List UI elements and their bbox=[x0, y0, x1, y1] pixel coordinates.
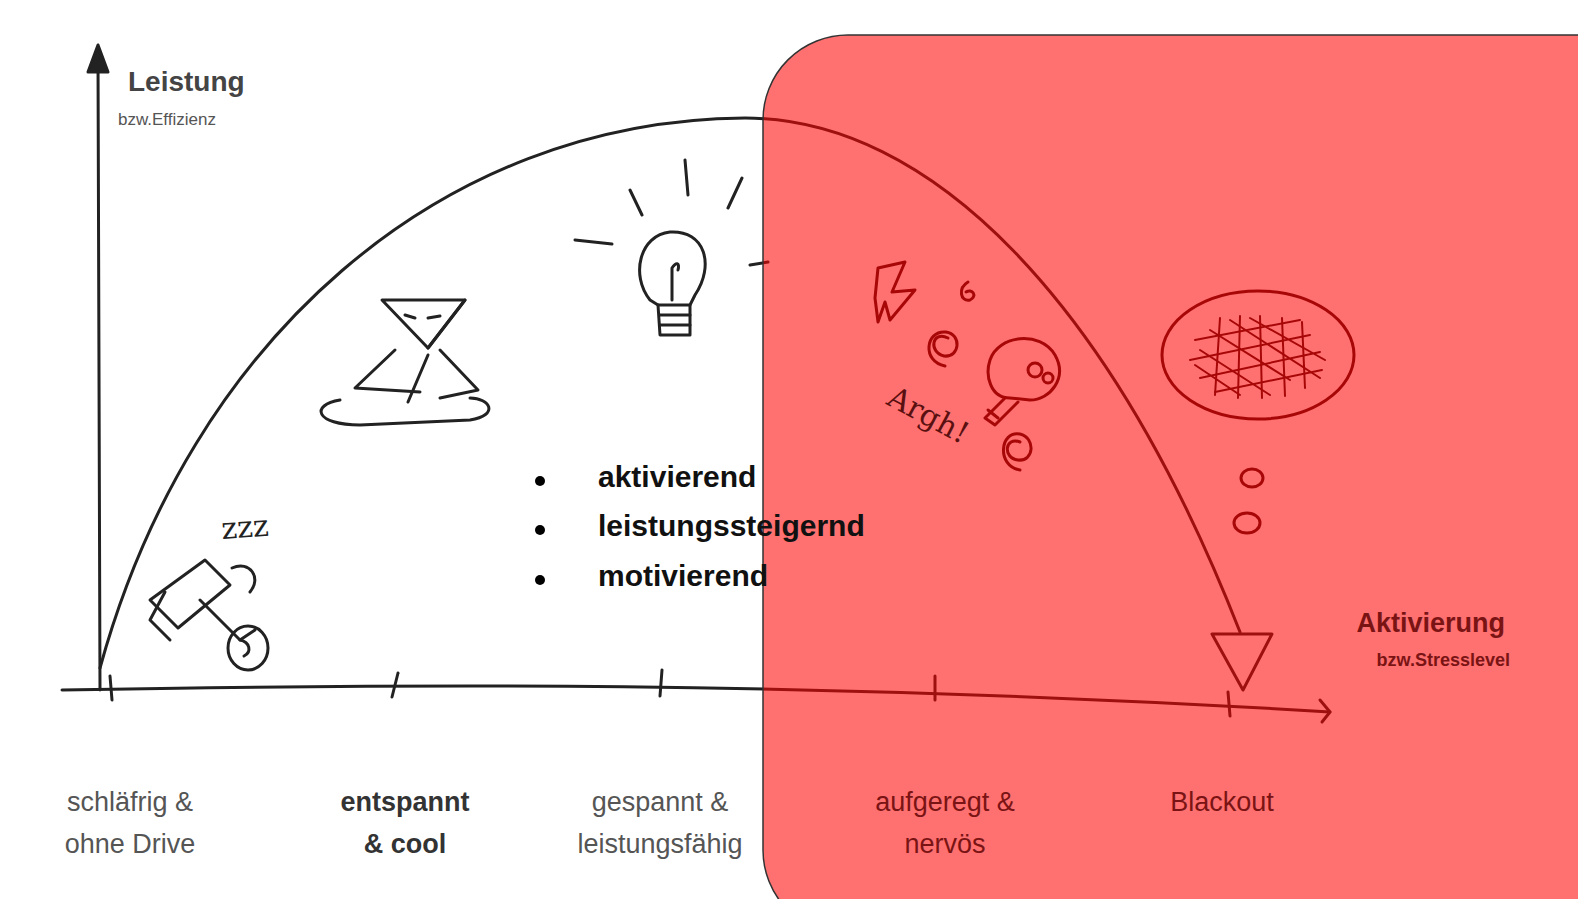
sleep-sound: zzz bbox=[220, 509, 270, 547]
state-label: entspannt & cool bbox=[338, 782, 473, 866]
stress-exclamation: Argh! bbox=[882, 380, 975, 451]
bullet-text: leistungssteigernd bbox=[598, 509, 865, 544]
bullet-dot bbox=[535, 575, 545, 585]
state-label: schläfrig & ohne Drive bbox=[43, 782, 218, 866]
axis-title: Aktivierung bbox=[1356, 608, 1505, 639]
bullet-text: aktivierend bbox=[598, 460, 756, 495]
sleeping-log bbox=[150, 560, 268, 670]
lightbulb bbox=[575, 160, 768, 335]
stress-region bbox=[763, 35, 1578, 899]
state-label: gespannt & leistungsfähig bbox=[548, 782, 773, 866]
state-label: aufgeregt & nervös bbox=[875, 782, 1015, 866]
bullet-marks bbox=[535, 476, 545, 585]
tick bbox=[110, 676, 112, 700]
bullet-text: motivierend bbox=[598, 559, 768, 594]
bullet-dot bbox=[535, 525, 545, 535]
tick bbox=[660, 670, 662, 696]
state-label: Blackout bbox=[1137, 782, 1307, 824]
y-axis bbox=[98, 58, 100, 690]
y-axis-head bbox=[88, 45, 108, 72]
bullet-dot bbox=[535, 476, 545, 486]
axis-subtitle: bzw.Stresslevel bbox=[1377, 650, 1510, 671]
axis-subtitle: bzw.Effizienz bbox=[118, 110, 216, 130]
tick bbox=[392, 673, 398, 697]
axis-title: Leistung bbox=[128, 66, 245, 98]
meditating-figure bbox=[321, 300, 489, 425]
